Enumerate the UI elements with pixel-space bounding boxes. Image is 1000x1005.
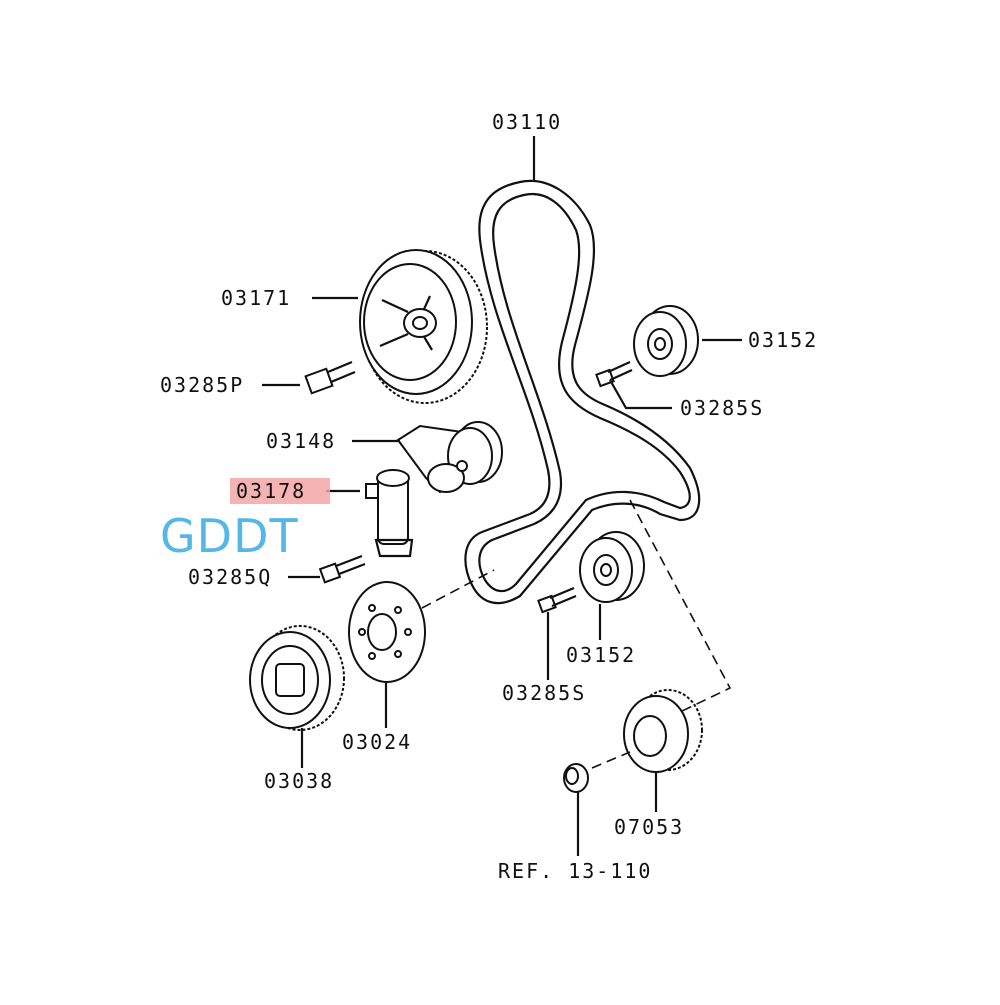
label-ref: REF. 13-110 bbox=[498, 859, 652, 883]
label-auto-tensioner: 03178 bbox=[236, 479, 306, 503]
idler-pulley-upper bbox=[633, 305, 699, 377]
label-bolt-s-lower: 03285S bbox=[502, 681, 586, 705]
label-oil-pump-sprocket: 07053 bbox=[614, 815, 684, 839]
label-highlight bbox=[230, 478, 330, 504]
bolt-03285s-lower bbox=[537, 586, 577, 614]
assembly-lines bbox=[421, 499, 732, 769]
collar-part bbox=[563, 763, 589, 793]
label-bolt-s-upper: 03285S bbox=[680, 396, 764, 420]
label-crank-sprocket: 03038 bbox=[264, 769, 334, 793]
camshaft-sprocket bbox=[359, 249, 488, 404]
bolt-03285q bbox=[318, 554, 366, 584]
idler-pulley-lower bbox=[579, 531, 645, 603]
bolt-03285s-upper bbox=[595, 360, 633, 388]
auto-tensioner bbox=[365, 469, 414, 558]
label-bolt-q: 03285Q bbox=[188, 565, 272, 589]
oil-pump-sprocket bbox=[623, 689, 703, 773]
label-tensioner-arm: 03148 bbox=[266, 429, 336, 453]
label-idler-pulley-lower: 03152 bbox=[566, 643, 636, 667]
leader-lines bbox=[262, 136, 742, 856]
label-bolt-p: 03285P bbox=[160, 373, 244, 397]
label-camshaft-sprocket: 03171 bbox=[221, 286, 291, 310]
crank-sprocket bbox=[249, 625, 345, 731]
label-belt: 03110 bbox=[492, 110, 562, 134]
tensioner-arm bbox=[396, 421, 503, 494]
flange-plate bbox=[348, 581, 426, 683]
label-idler-pulley-upper: 03152 bbox=[748, 328, 818, 352]
timing-belt bbox=[464, 179, 701, 605]
bolt-03285p bbox=[304, 360, 356, 395]
watermark: GDDT bbox=[160, 509, 299, 563]
label-flange: 03024 bbox=[342, 730, 412, 754]
